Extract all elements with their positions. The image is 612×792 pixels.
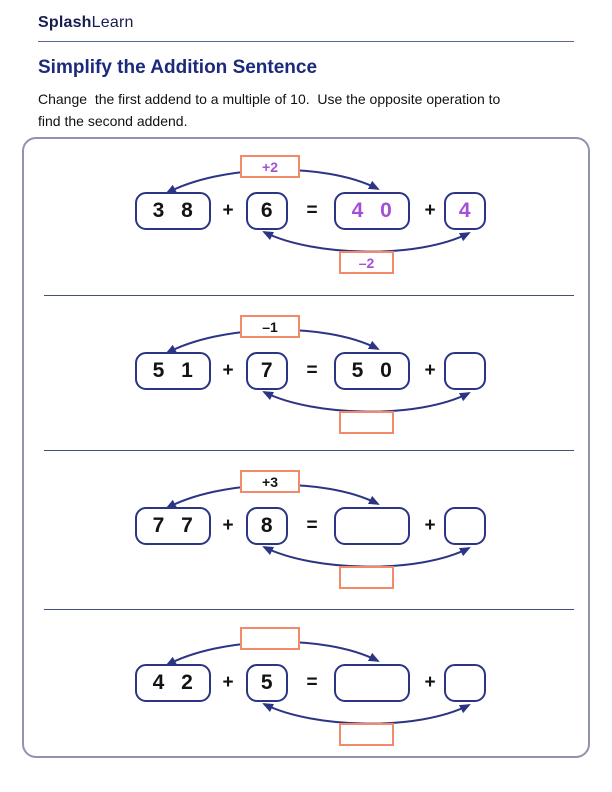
- result1-value: 5 0: [351, 359, 393, 382]
- addend2-box: 8: [246, 507, 288, 545]
- plus-sign: +: [424, 360, 436, 381]
- addend2-value: 8: [260, 514, 274, 537]
- bottom-arrow: [262, 703, 471, 725]
- addend2-value: 5: [260, 671, 274, 694]
- plus-sign: +: [222, 200, 234, 221]
- addend1-box: 3 8: [135, 192, 211, 230]
- addend2-value: 6: [260, 199, 274, 222]
- instructions-text: Change the first addend to a multiple of…: [38, 91, 501, 129]
- problem-divider: [44, 295, 574, 296]
- bottom-operation-box[interactable]: [339, 566, 394, 589]
- result2-value: 4: [458, 199, 472, 222]
- result1-box[interactable]: [334, 664, 410, 702]
- bottom-arrow: [262, 231, 471, 253]
- plus-sign: +: [222, 672, 234, 693]
- addend2-value: 7: [260, 359, 274, 382]
- result1-value: 4 0: [351, 199, 393, 222]
- bottom-arrow: [262, 391, 471, 413]
- plus-sign: +: [222, 360, 234, 381]
- result2-box[interactable]: [444, 507, 486, 545]
- logo-text-splash: Splash: [38, 14, 92, 31]
- equals-sign: =: [306, 360, 318, 381]
- top-operation-box: –1: [240, 315, 300, 338]
- result2-box[interactable]: [444, 664, 486, 702]
- problem-4: 4 2 + 5 = +: [24, 627, 592, 752]
- top-operation-box[interactable]: [240, 627, 300, 650]
- addend2-box: 6: [246, 192, 288, 230]
- top-operation-box[interactable]: +2: [240, 155, 300, 178]
- addend1-value: 3 8: [152, 199, 194, 222]
- addend2-box: 5: [246, 664, 288, 702]
- splashlearn-logo: SplashLearn: [38, 14, 134, 32]
- bottom-arrow: [262, 546, 471, 568]
- problem-2: –1 5 1 + 7 = 5 0 +: [24, 315, 592, 440]
- problem-divider: [44, 450, 574, 451]
- problem-3: +3 7 7 + 8 = +: [24, 470, 592, 595]
- bottom-operation-box[interactable]: [339, 411, 394, 434]
- addend1-box: 4 2: [135, 664, 211, 702]
- problem-1: +2 3 8 + 6 = 4 0 + 4 –2: [24, 155, 592, 280]
- page-title: Simplify the Addition Sentence: [38, 57, 318, 78]
- top-operation-value: –1: [262, 318, 278, 335]
- plus-sign: +: [424, 200, 436, 221]
- plus-sign: +: [222, 515, 234, 536]
- plus-sign: +: [424, 515, 436, 536]
- bottom-operation-box[interactable]: –2: [339, 251, 394, 274]
- equals-sign: =: [306, 200, 318, 221]
- result2-box[interactable]: [444, 352, 486, 390]
- addend2-box: 7: [246, 352, 288, 390]
- addend1-value: 4 2: [152, 671, 194, 694]
- addend1-value: 5 1: [152, 359, 194, 382]
- bottom-operation-value: –2: [358, 254, 375, 271]
- plus-sign: +: [424, 672, 436, 693]
- equals-sign: =: [306, 515, 318, 536]
- header-divider: [38, 41, 574, 42]
- result1-box[interactable]: 4 0: [334, 192, 410, 230]
- equals-sign: =: [306, 672, 318, 693]
- logo-text-learn: Learn: [91, 14, 134, 31]
- result1-box[interactable]: [334, 507, 410, 545]
- problems-card: +2 3 8 + 6 = 4 0 + 4 –2: [22, 137, 590, 758]
- addend1-box: 7 7: [135, 507, 211, 545]
- top-operation-value: +3: [262, 473, 278, 490]
- top-operation-box: +3: [240, 470, 300, 493]
- bottom-operation-box[interactable]: [339, 723, 394, 746]
- result2-box[interactable]: 4: [444, 192, 486, 230]
- problem-divider: [44, 609, 574, 610]
- result1-box: 5 0: [334, 352, 410, 390]
- addend1-box: 5 1: [135, 352, 211, 390]
- top-operation-value: +2: [262, 158, 278, 175]
- addend1-value: 7 7: [152, 514, 194, 537]
